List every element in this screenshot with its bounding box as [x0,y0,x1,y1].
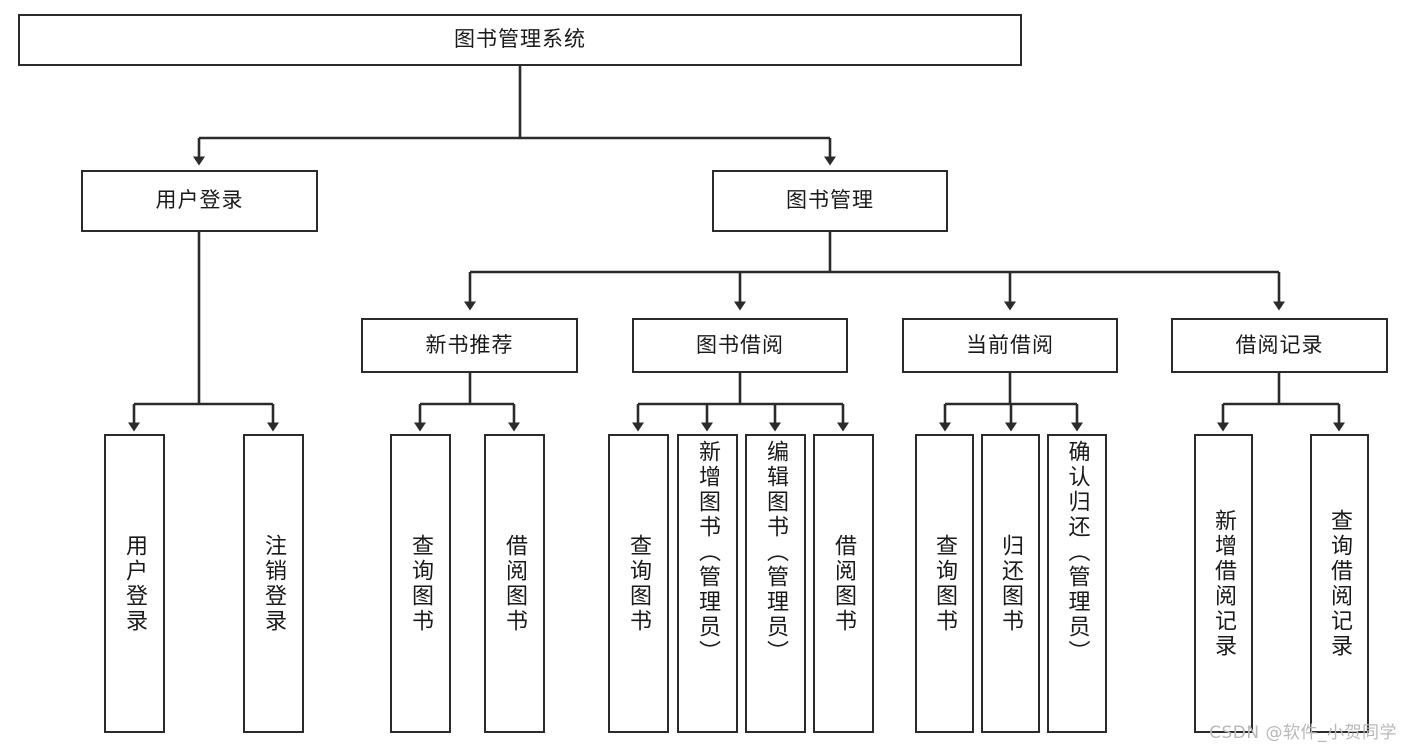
leaf-query-book-1-label: 查询图书 [408,533,434,634]
leaf-add-book-label: 新增图书（管理员） [695,440,721,665]
node-user-login-label: 用户登录 [155,188,244,213]
node-current-borrow[interactable]: 当前借阅 [902,318,1118,373]
node-borrow-record[interactable]: 借阅记录 [1171,318,1388,373]
leaf-query-book-2[interactable]: 查询图书 [608,434,669,733]
leaf-return-book[interactable]: 归还图书 [981,434,1040,733]
leaf-user-login[interactable]: 用户登录 [104,434,165,733]
leaf-return-book-label: 归还图书 [998,533,1024,634]
node-borrow-record-label: 借阅记录 [1235,332,1324,357]
leaf-query-record[interactable]: 查询借阅记录 [1310,434,1369,733]
leaf-add-record[interactable]: 新增借阅记录 [1194,434,1253,733]
node-book-borrow[interactable]: 图书借阅 [632,318,848,373]
leaf-borrow-book-1[interactable]: 借阅图书 [484,434,545,733]
leaf-edit-book[interactable]: 编辑图书（管理员） [745,434,806,733]
leaf-add-book[interactable]: 新增图书（管理员） [677,434,738,733]
node-book-manage[interactable]: 图书管理 [712,170,948,232]
leaf-query-record-label: 查询借阅记录 [1327,508,1353,659]
node-book-manage-label: 图书管理 [786,188,874,213]
node-book-borrow-label: 图书借阅 [696,332,784,357]
leaf-query-book-1[interactable]: 查询图书 [390,434,451,733]
watermark: CSDN @软件_小贺同学 [1209,723,1397,743]
leaf-borrow-book-2[interactable]: 借阅图书 [813,434,874,733]
leaf-confirm-return-label: 确认归还（管理员） [1064,440,1090,665]
leaf-borrow-book-2-label: 借阅图书 [831,533,857,634]
leaf-user-login-label: 用户登录 [122,533,148,634]
node-new-book-recommend[interactable]: 新书推荐 [361,318,578,373]
node-new-book-recommend-label: 新书推荐 [425,332,514,357]
leaf-borrow-book-1-label: 借阅图书 [502,533,528,634]
leaf-add-record-label: 新增借阅记录 [1211,508,1237,659]
node-root-label: 图书管理系统 [454,27,586,52]
leaf-query-book-2-label: 查询图书 [626,533,652,634]
leaf-user-logout[interactable]: 注销登录 [243,434,304,733]
leaf-query-book-3[interactable]: 查询图书 [915,434,974,733]
leaf-edit-book-label: 编辑图书（管理员） [763,440,789,665]
leaf-query-book-3-label: 查询图书 [932,533,958,634]
leaf-confirm-return[interactable]: 确认归还（管理员） [1047,434,1107,733]
leaf-user-logout-label: 注销登录 [261,533,287,634]
node-current-borrow-label: 当前借阅 [966,332,1054,357]
node-root[interactable]: 图书管理系统 [18,14,1022,66]
node-user-login[interactable]: 用户登录 [81,170,318,232]
